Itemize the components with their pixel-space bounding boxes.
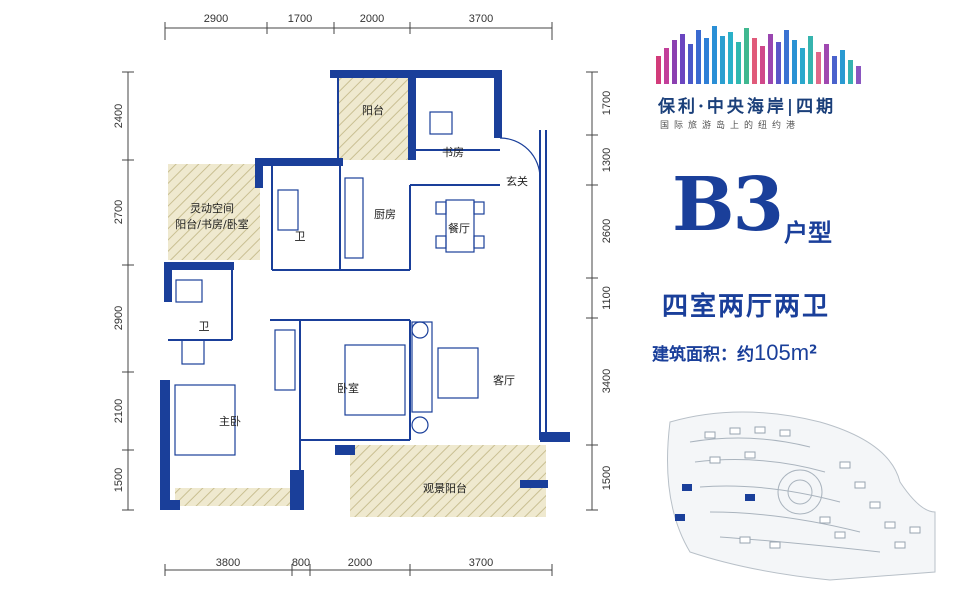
brand-name: 保利·中央海岸|四期 bbox=[658, 97, 837, 117]
label-entrance: 玄关 bbox=[506, 174, 528, 188]
dim-top-4: 3700 bbox=[469, 13, 493, 25]
unit-layout: 四室两厅两卫 bbox=[662, 292, 831, 322]
label-study: 书房 bbox=[442, 146, 464, 159]
label-bath-lower: 卫 bbox=[199, 320, 210, 333]
unit-area: 建筑面积：约105m2 bbox=[652, 340, 817, 366]
dim-bottom-3: 2000 bbox=[348, 557, 372, 569]
area-value: 105m bbox=[754, 340, 810, 365]
dim-top-1: 2900 bbox=[204, 13, 228, 25]
label-view-balcony: 观景阳台 bbox=[423, 481, 467, 495]
unit-type-label: 户型 bbox=[784, 219, 833, 247]
label-master-bedroom: 主卧 bbox=[219, 415, 241, 428]
brand-logo: 保利·中央海岸|四期 国际旅游岛上的纽约港 bbox=[630, 26, 940, 136]
inner-walls bbox=[168, 76, 547, 500]
dim-bottom-2: 800 bbox=[292, 557, 310, 569]
dim-right-1: 1700 bbox=[601, 91, 613, 115]
dim-left-3: 2900 bbox=[113, 306, 125, 330]
view-balcony-area bbox=[350, 445, 546, 517]
balcony-top-area bbox=[338, 76, 408, 160]
site-location-map bbox=[667, 411, 936, 581]
label-kitchen: 厨房 bbox=[374, 208, 396, 221]
flex-space-area bbox=[168, 164, 260, 260]
furniture bbox=[174, 111, 541, 456]
dim-right-4: 1100 bbox=[601, 286, 613, 310]
dim-top-3: 2000 bbox=[360, 13, 384, 25]
area-label: 建筑面积：约 bbox=[652, 345, 754, 365]
dim-right-3: 2600 bbox=[601, 219, 613, 243]
unit-title: B3户型 bbox=[672, 162, 832, 248]
label-flex-space-2: 阳台/书房/卧室 bbox=[175, 217, 248, 231]
label-living: 客厅 bbox=[493, 373, 515, 387]
skyline-logo-icon bbox=[656, 26, 861, 84]
label-bedroom: 卧室 bbox=[337, 381, 359, 395]
outer-walls bbox=[160, 70, 570, 510]
dim-left-4: 2100 bbox=[113, 399, 125, 423]
label-flex-space-1: 灵动空间 bbox=[190, 201, 234, 215]
dim-top-2: 1700 bbox=[288, 13, 312, 25]
label-balcony-top: 阳台 bbox=[362, 103, 384, 117]
dim-left-5: 1500 bbox=[113, 468, 125, 492]
dim-right-5: 3400 bbox=[601, 369, 613, 393]
label-bath-upper: 卫 bbox=[295, 230, 306, 243]
dim-left-1: 2400 bbox=[113, 104, 125, 128]
master-balcony-strip bbox=[175, 488, 293, 506]
dim-right-2: 1300 bbox=[601, 148, 613, 172]
dimension-lines bbox=[122, 22, 598, 576]
unit-marker-1 bbox=[682, 484, 692, 491]
unit-code: B3 bbox=[672, 162, 784, 248]
dim-bottom-4: 3700 bbox=[469, 557, 493, 569]
dim-left-2: 2700 bbox=[113, 200, 125, 224]
dim-right-6: 1500 bbox=[601, 466, 613, 490]
brand-slogan: 国际旅游岛上的纽约港 bbox=[660, 121, 801, 131]
area-unit-sup: 2 bbox=[809, 342, 818, 357]
unit-marker-3 bbox=[675, 514, 685, 521]
dim-bottom-1: 3800 bbox=[216, 557, 240, 569]
label-dining: 餐厅 bbox=[448, 221, 470, 235]
unit-marker-2 bbox=[745, 494, 755, 501]
